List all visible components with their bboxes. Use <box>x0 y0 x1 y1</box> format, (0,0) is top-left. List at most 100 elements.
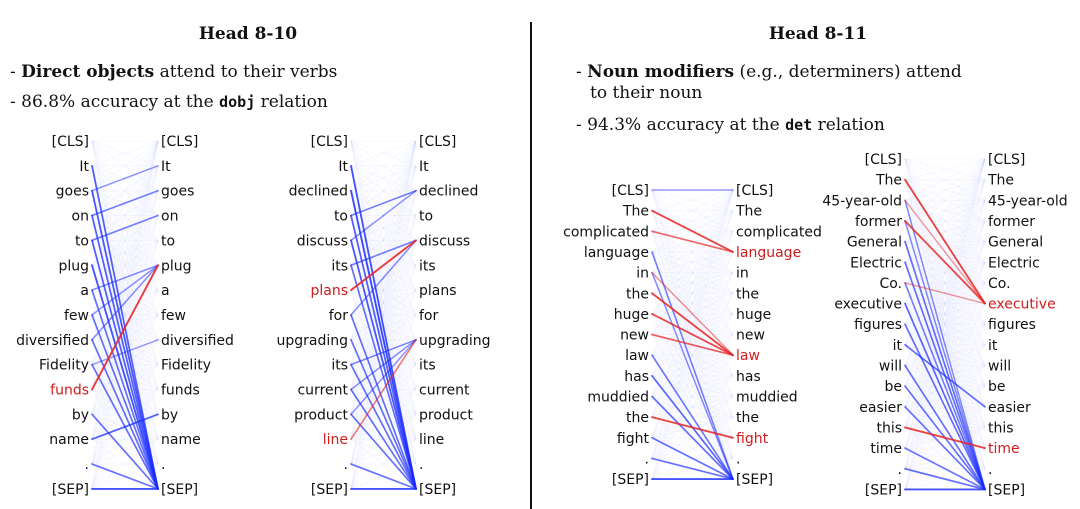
faint-attention-line <box>651 354 734 439</box>
faint-attention-line <box>904 241 986 325</box>
faint-attention-line <box>91 215 159 415</box>
faint-attention-line <box>350 264 417 341</box>
faint-attention-line <box>350 240 417 341</box>
right-token: be <box>988 379 1006 395</box>
faint-attention-line <box>651 313 734 459</box>
left-token: plans <box>310 283 348 299</box>
attention-line <box>350 314 417 490</box>
faint-attention-line <box>91 215 159 266</box>
attention-line <box>651 457 734 480</box>
faint-attention-line <box>651 251 734 459</box>
faint-attention-line <box>651 231 734 480</box>
faint-attention-line <box>904 303 986 346</box>
faint-attention-line <box>904 158 986 222</box>
faint-attention-line <box>904 158 986 263</box>
right-token: to <box>419 209 433 225</box>
faint-attention-line <box>904 344 986 490</box>
left-token: [SEP] <box>612 472 649 488</box>
faint-attention-line <box>651 375 734 397</box>
faint-attention-line <box>350 190 417 415</box>
attention-line <box>91 165 159 192</box>
faint-attention-line <box>904 158 986 490</box>
faint-attention-line <box>91 289 159 341</box>
faint-attention-line <box>904 179 986 469</box>
right-token: . <box>988 462 992 478</box>
faint-attention-line <box>350 140 417 316</box>
right-token: for <box>419 308 438 324</box>
faint-attention-line <box>904 220 986 407</box>
faint-attention-line <box>651 251 734 377</box>
faint-attention-line <box>904 261 986 366</box>
left-token: plug <box>58 258 89 274</box>
faint-attention-line <box>651 292 734 335</box>
right-token: has <box>736 369 761 385</box>
faint-attention-line <box>350 190 417 440</box>
faint-attention-line <box>904 241 986 366</box>
faint-attention-line <box>904 447 986 470</box>
attention-line <box>350 339 417 366</box>
faint-attention-line <box>904 220 986 284</box>
faint-attention-line <box>904 158 986 201</box>
faint-attention-line <box>904 200 986 366</box>
faint-attention-line <box>904 241 986 304</box>
faint-attention-line <box>350 140 417 440</box>
right-token: line <box>419 432 444 448</box>
faint-attention-line <box>904 220 986 346</box>
right-token: [CLS] <box>161 134 198 150</box>
right-token: time <box>988 441 1020 457</box>
faint-attention-line <box>350 165 417 415</box>
faint-attention-line <box>904 158 986 304</box>
attention-line <box>904 240 986 491</box>
left-token: . <box>645 451 649 467</box>
attention-line <box>350 189 417 490</box>
attention-line <box>904 323 986 491</box>
right-token: [SEP] <box>419 482 456 498</box>
faint-attention-line <box>904 406 986 428</box>
faint-attention-line <box>651 210 734 377</box>
faint-attention-line <box>651 189 734 418</box>
faint-attention-line <box>350 190 417 241</box>
right-token: former <box>988 214 1035 230</box>
faint-attention-line <box>904 179 986 387</box>
faint-attention-line <box>91 190 159 291</box>
faint-attention-line <box>350 165 417 316</box>
faint-attention-line <box>350 165 417 216</box>
faint-attention-line <box>651 230 734 294</box>
faint-attention-line <box>651 210 734 315</box>
faint-attention-line <box>904 282 986 325</box>
faint-attention-line <box>350 140 417 167</box>
faint-attention-line <box>904 200 986 449</box>
faint-attention-line <box>904 241 986 428</box>
faint-attention-line <box>651 272 734 335</box>
faint-attention-line <box>350 140 417 340</box>
faint-attention-line <box>91 140 159 340</box>
left-token: to <box>75 233 89 249</box>
faint-attention-line <box>350 140 417 192</box>
bullet-dobj-accuracy: - 86.8% accuracy at the dobj relation <box>10 92 328 112</box>
left-token: name <box>49 432 89 448</box>
faint-attention-line <box>91 190 159 440</box>
faint-attention-line <box>904 179 986 490</box>
right-token: [CLS] <box>736 183 773 199</box>
faint-attention-line <box>350 190 417 266</box>
faint-attention-line <box>651 231 734 377</box>
faint-attention-line <box>904 241 986 346</box>
faint-attention-line <box>91 165 159 192</box>
attention-line <box>91 413 159 490</box>
faint-attention-line <box>904 261 986 325</box>
faint-attention-line <box>350 140 417 216</box>
highlighted-attention-line <box>651 416 734 439</box>
right-token: a <box>161 283 170 299</box>
left-token: language <box>584 245 649 261</box>
faint-attention-line <box>651 292 734 315</box>
faint-attention-line <box>904 262 986 408</box>
left-token: current <box>297 383 348 399</box>
highlighted-attention-line <box>651 271 734 356</box>
attention-line <box>91 338 159 490</box>
right-token: it <box>988 338 998 354</box>
right-token: diversified <box>161 333 234 349</box>
faint-attention-line <box>904 179 986 407</box>
faint-attention-line <box>91 165 159 266</box>
faint-attention-line <box>91 140 159 241</box>
